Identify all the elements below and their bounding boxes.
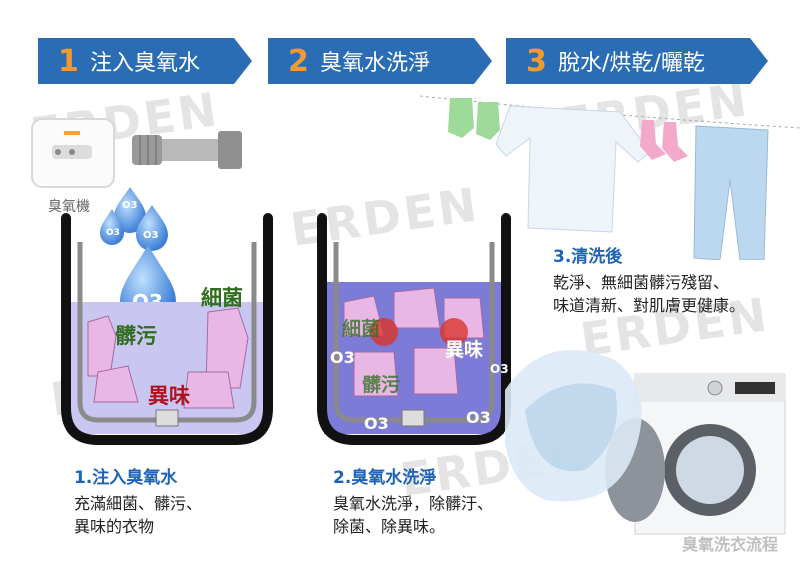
ozone-mark: O3 [330,348,355,367]
ozone-mark: O3 [122,200,138,211]
step-banner-3: 3 脫水/烘乾/曬乾 [506,38,768,84]
ozone-mark: O3 [466,408,491,427]
stain-label-bacteria: 細菌 [342,318,381,340]
stain-label-odor: 異味 [445,339,484,361]
stain-label-bacteria: 細菌 [201,286,243,310]
stain-label-odor: 異味 [148,384,190,408]
ozone-mark: O3 [143,230,159,241]
washing-machine-illustration [505,350,786,535]
caption-line: 味道清新、對肌膚更健康。 [553,296,746,315]
clothesline-illustration [420,95,800,260]
step-label: 注入臭氧水 [90,51,201,76]
banner-arrow-shape [506,38,768,84]
caption-line: 異味的衣物 [74,517,155,536]
step-number: 2 [288,43,309,79]
caption-title-3: 3.清洗後 [553,247,623,267]
step-number: 1 [58,43,79,79]
step-label: 臭氧水洗淨 [320,51,431,76]
ozone-mark: O3 [106,228,120,238]
wash-tub-1 [61,213,273,445]
step-number: 3 [526,43,547,79]
caption-line: 除菌、除異味。 [333,517,446,536]
caption-line: 充滿細菌、髒污、 [74,494,203,513]
caption-line: 臭氧水洗淨，除髒汙、 [333,494,494,513]
stain-label-dirt: 髒污 [115,324,157,348]
step-label: 脫水/烘乾/曬乾 [558,51,705,76]
caption-title-1: 1.注入臭氧水 [74,468,178,488]
step-banner-1: 1 注入臭氧水 [38,38,252,84]
caption-line: 乾淨、無細菌髒污殘留、 [553,273,730,292]
banner-arrow-shape [268,38,492,84]
ozone-mark: O3 [364,414,389,433]
caption-title-2: 2.臭氧水洗淨 [333,468,437,488]
banner-arrow-shape [38,38,252,84]
ozone-machine-illustration [31,118,242,188]
step-banner-2: 2 臭氧水洗淨 [268,38,492,84]
footer-title: 臭氧洗衣流程 [681,535,778,554]
machine-label: 臭氧機 [48,199,90,215]
stain-label-dirt: 髒污 [362,374,401,396]
ozone-mark: O3 [490,362,509,376]
